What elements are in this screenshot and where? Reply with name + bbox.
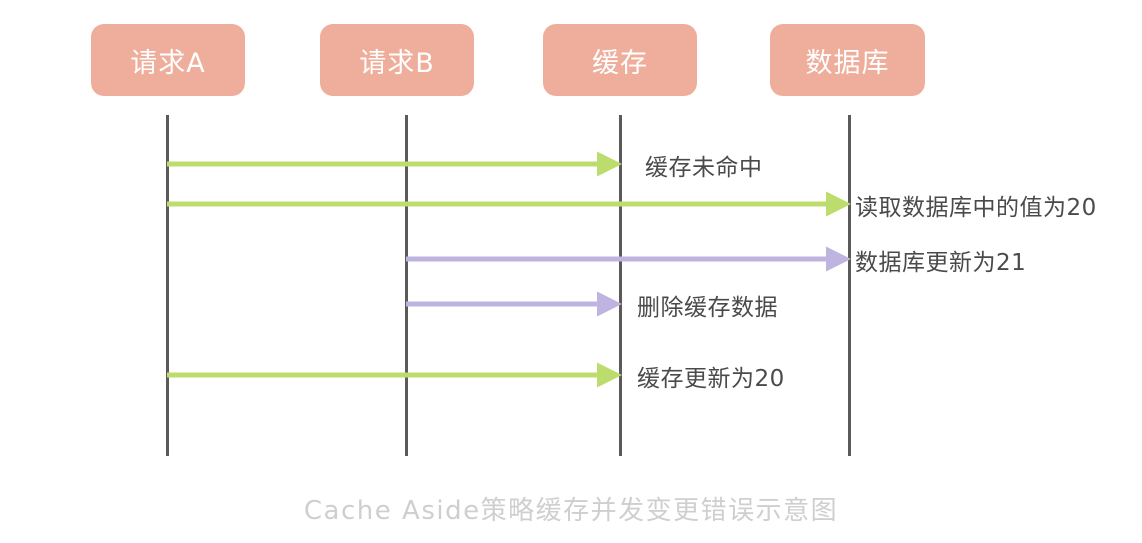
message-label-1: 缓存未命中	[645, 155, 763, 181]
actor-box-database[interactable]: 数据库	[770, 24, 925, 96]
actor-label-request-b: 请求B	[359, 47, 435, 79]
actor-box-request-b[interactable]: 请求B	[320, 24, 474, 96]
actor-label-request-a: 请求A	[130, 47, 206, 79]
lifeline-database	[848, 115, 851, 456]
lifeline-request-b	[405, 115, 408, 456]
actor-label-database: 数据库	[805, 47, 890, 79]
message-label-4: 删除缓存数据	[637, 295, 778, 321]
message-label-2: 读取数据库中的值为20	[855, 195, 1097, 221]
diagram-caption: Cache Aside策略缓存并发变更错误示意图	[303, 496, 839, 526]
lifeline-request-a	[166, 115, 169, 456]
message-label-5: 缓存更新为20	[637, 366, 785, 392]
lifeline-cache	[619, 115, 622, 456]
actor-box-request-a[interactable]: 请求A	[91, 24, 245, 96]
message-label-3: 数据库更新为21	[855, 250, 1027, 276]
actor-box-cache[interactable]: 缓存	[543, 24, 697, 96]
actor-label-cache: 缓存	[592, 47, 648, 79]
